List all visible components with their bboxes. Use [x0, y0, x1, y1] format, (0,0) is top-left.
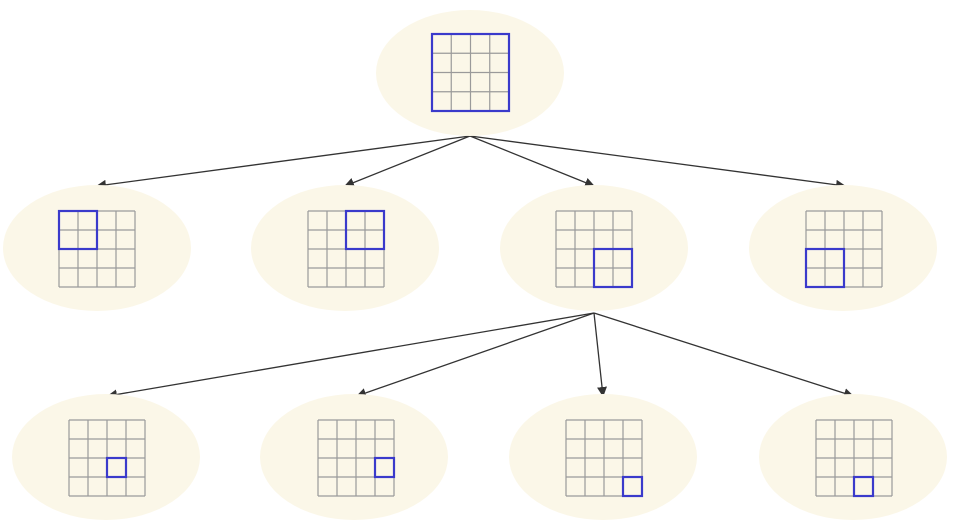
- node-l1-b: [251, 185, 439, 311]
- node-root: [376, 10, 564, 136]
- node-l2-b: [260, 394, 448, 520]
- highlight-region: [804, 247, 846, 289]
- arrow-l1-c-to-l2-a: [107, 312, 595, 400]
- node-l2-c: [509, 394, 697, 520]
- arrow-l1-c-to-l2-d: [593, 312, 854, 399]
- arrow-root-to-l1-c: [469, 135, 595, 188]
- arrow-l1-c-to-l2-b: [356, 312, 595, 398]
- arrow-root-to-l1-a: [96, 135, 471, 190]
- highlight-region: [852, 475, 875, 498]
- edges-layer: [96, 135, 854, 400]
- highlight-region: [57, 209, 99, 251]
- nodes-layer: [3, 10, 947, 520]
- highlight-region: [621, 475, 644, 498]
- node-l2-a: [12, 394, 200, 520]
- node-l2-d: [759, 394, 947, 520]
- node-background: [509, 394, 697, 520]
- arrow-root-to-l1-b: [344, 135, 471, 188]
- node-l1-d: [749, 185, 937, 311]
- highlight-region: [430, 32, 511, 113]
- arrow-root-to-l1-d: [469, 135, 846, 190]
- arrow-l1-c-to-l2-c: [593, 312, 608, 397]
- highlight-region: [373, 456, 396, 479]
- node-l1-a: [3, 185, 191, 311]
- highlight-region: [592, 247, 634, 289]
- highlight-region: [105, 456, 128, 479]
- node-l1-c: [500, 185, 688, 311]
- highlight-region: [344, 209, 386, 251]
- node-background: [759, 394, 947, 520]
- node-background: [260, 394, 448, 520]
